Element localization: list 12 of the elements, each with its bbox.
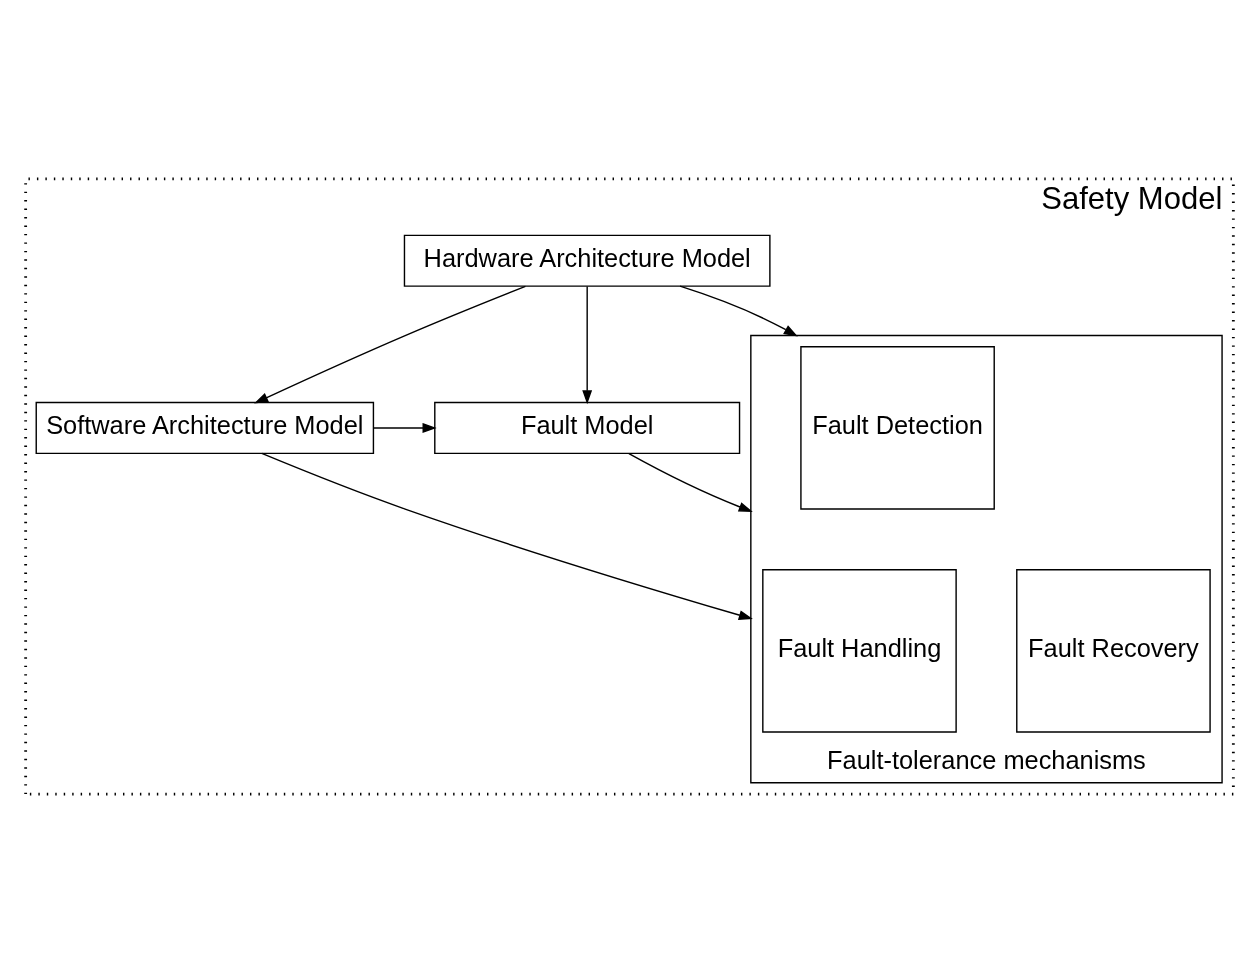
node-box: Hardware Architecture Model [403,234,771,287]
arrow [628,452,753,512]
arrow [372,423,437,433]
node-box: Fault Detection [800,346,995,510]
arrow [679,285,798,337]
node-box: Fault Handling [762,569,957,733]
node-box: Fault Recovery [1016,569,1211,733]
arrow [254,285,527,404]
arrow [261,452,753,620]
arrow [582,285,593,405]
node-box: Fault Model [434,401,741,455]
node-box: Software Architecture Model [35,401,375,455]
